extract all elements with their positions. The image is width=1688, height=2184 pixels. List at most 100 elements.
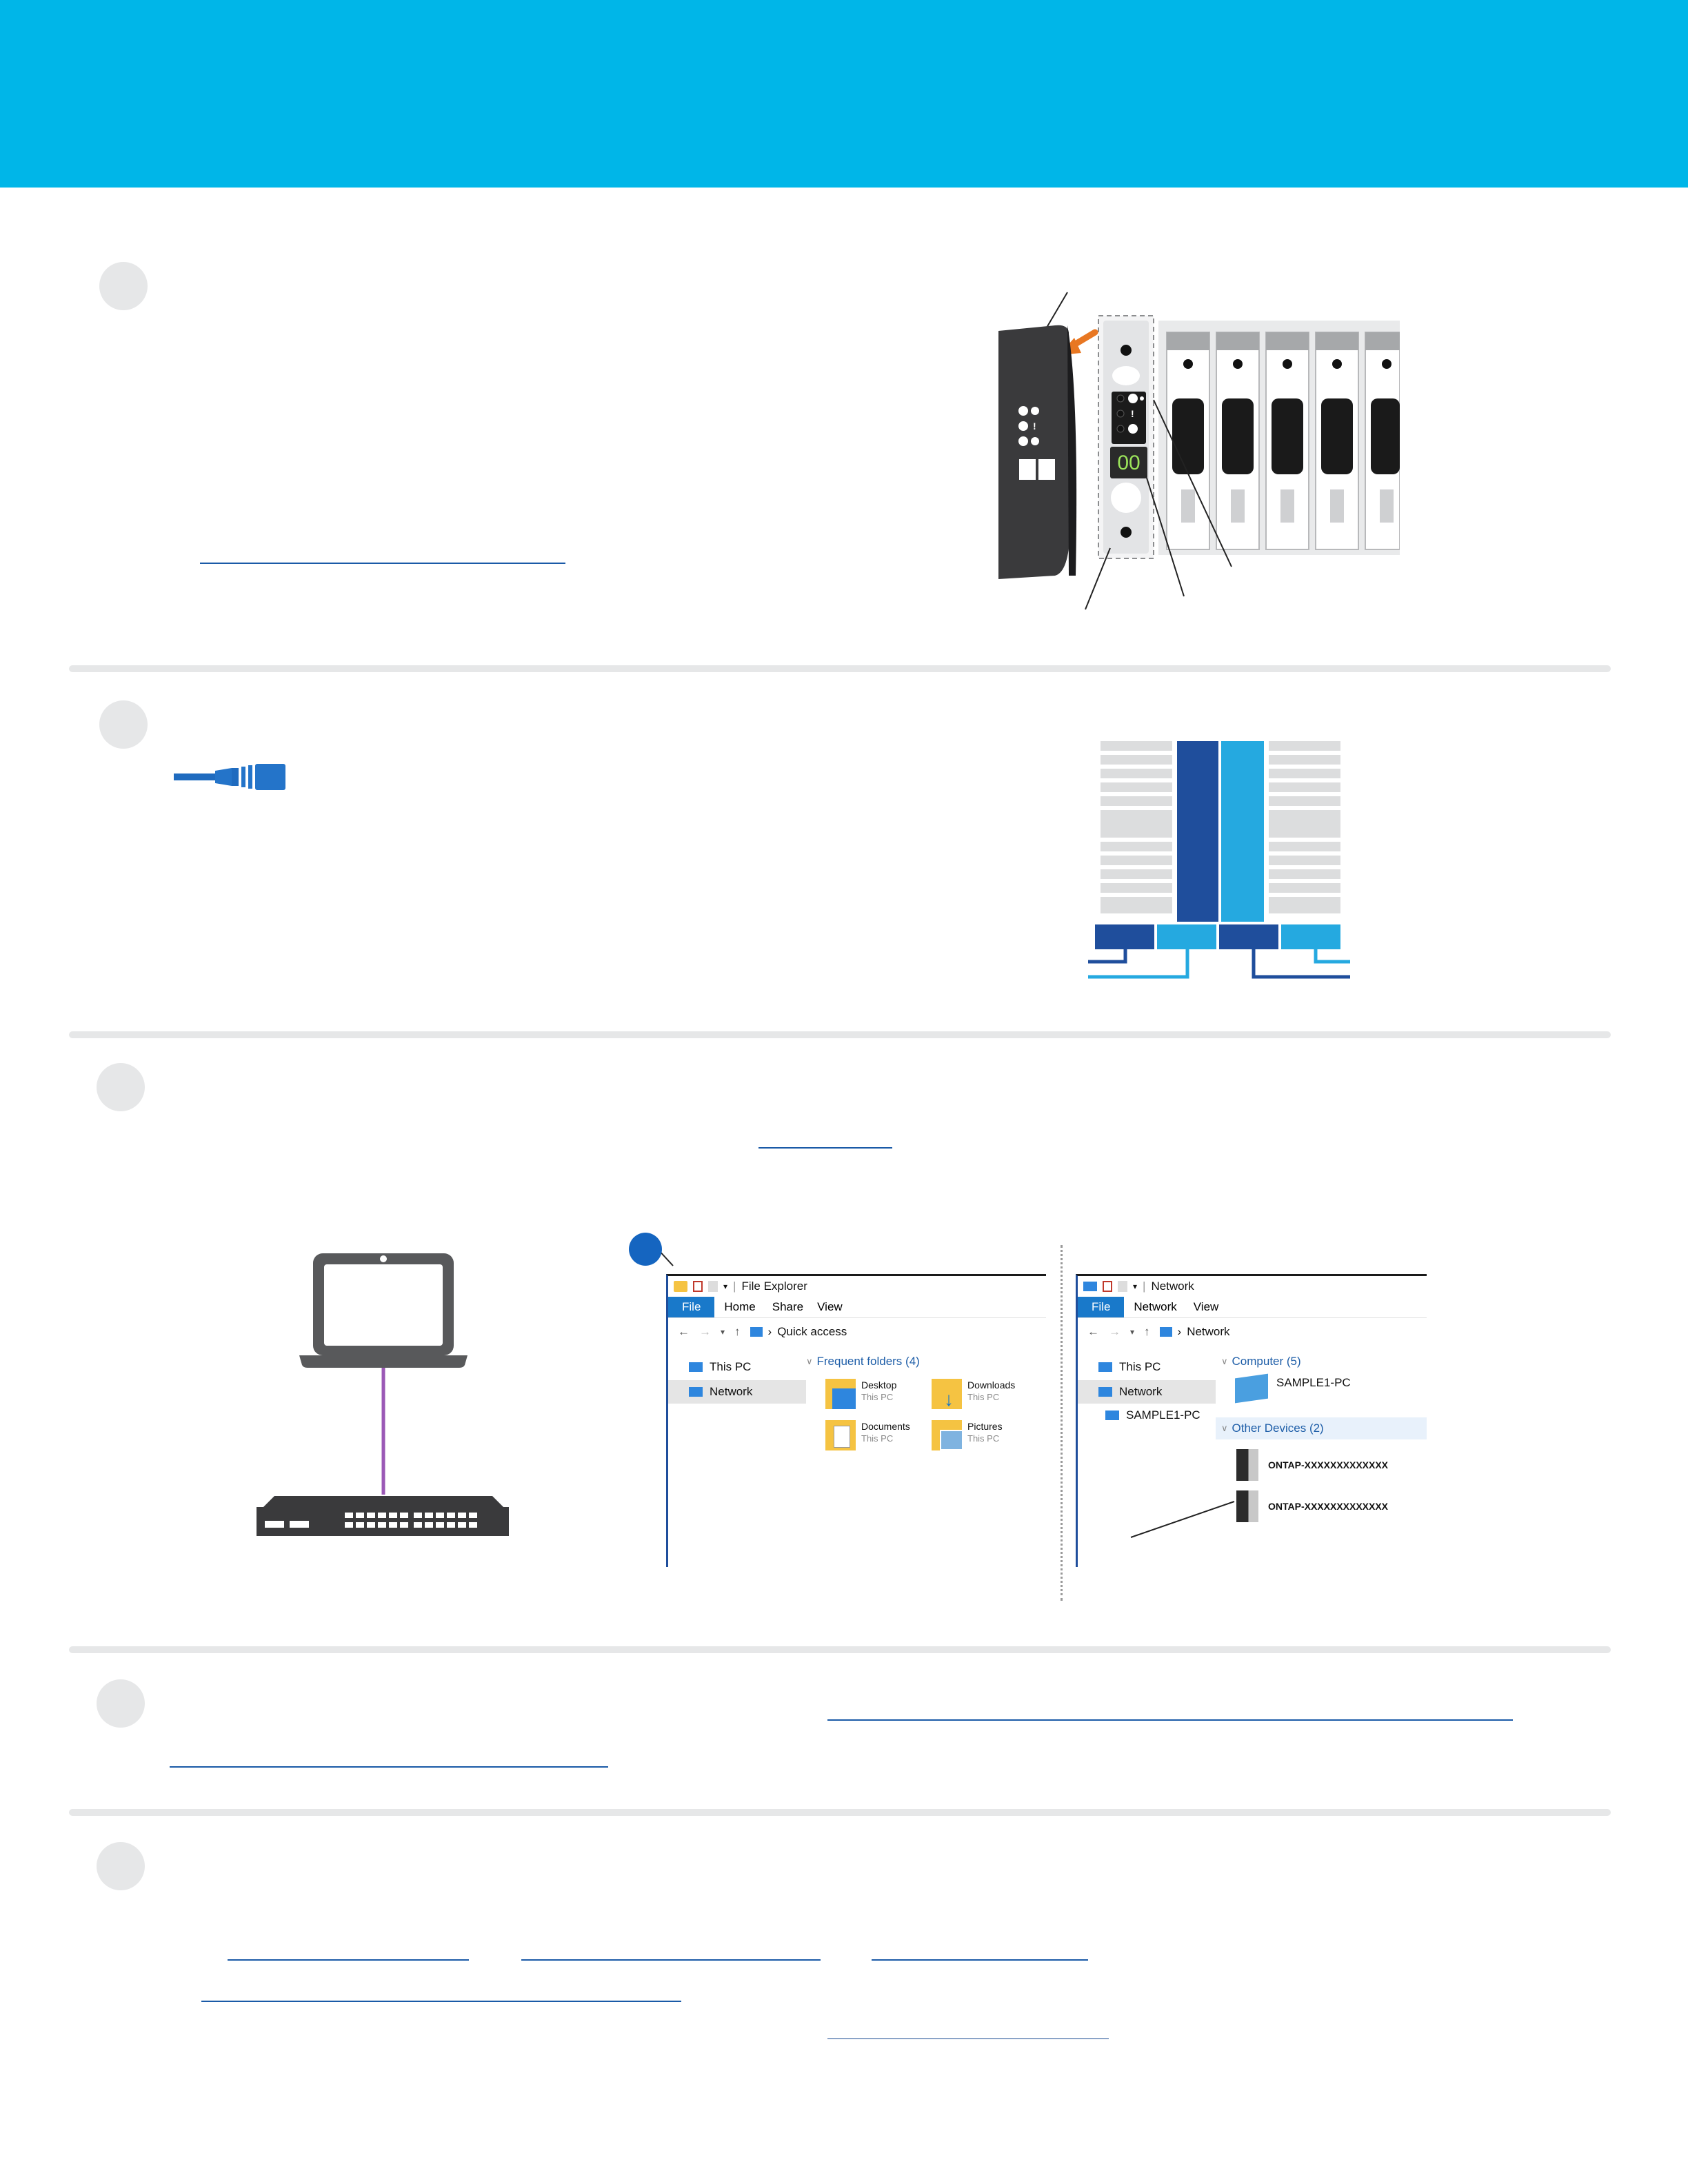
qat-dropdown-icon[interactable]: ▾	[723, 1282, 728, 1291]
navigation-pane: This PC Network SAMPLE1-PC	[1078, 1346, 1216, 1525]
group-header-other-devices[interactable]: ∨ Other Devices (2)	[1216, 1417, 1427, 1439]
group-header-label: Computer (5)	[1232, 1355, 1301, 1368]
forward-icon[interactable]: →	[699, 1325, 711, 1338]
device-item[interactable]: ONTAP-XXXXXXXXXXXXX	[1216, 1484, 1427, 1525]
network-title-icon	[1083, 1282, 1097, 1291]
device-item[interactable]: ONTAP-XXXXXXXXXXXXX	[1216, 1439, 1427, 1484]
ribbon-tab-file[interactable]: File	[1078, 1297, 1125, 1317]
folder-item-documents[interactable]: Documents This PC	[825, 1420, 932, 1450]
step-5-link-2[interactable]	[521, 1959, 821, 1961]
pictures-folder-icon	[932, 1420, 963, 1450]
vent-right	[1269, 741, 1340, 913]
folder-item-pictures[interactable]: Pictures This PC	[932, 1420, 1038, 1450]
ribbon-tabs: File Home Share View	[668, 1297, 1046, 1318]
back-icon[interactable]: ←	[1087, 1325, 1099, 1338]
nav-item-this-pc[interactable]: This PC	[668, 1354, 806, 1380]
window-title: File Explorer	[741, 1280, 807, 1293]
ribbon-tab-share[interactable]: Share	[772, 1300, 804, 1313]
outlet-1	[1095, 924, 1154, 949]
laptop-switch-diagram	[257, 1253, 509, 1536]
vent-left	[1101, 741, 1172, 913]
folder-item-downloads[interactable]: ↓ Downloads This PC	[932, 1379, 1038, 1410]
recent-dropdown-icon[interactable]: ▾	[721, 1327, 725, 1337]
end-cap	[998, 325, 1070, 579]
file-explorer-window-quick-access: ▾ | File Explorer File Home Share View ←…	[666, 1274, 1046, 1567]
network-icon	[1098, 1387, 1112, 1397]
file-explorer-window-network: ▾ | Network File Network View ← → ▾ ↑ › …	[1076, 1274, 1427, 1567]
ribbon-tab-home[interactable]: Home	[724, 1300, 756, 1313]
new-folder-icon[interactable]	[1118, 1281, 1127, 1292]
nav-label: This PC	[1119, 1360, 1161, 1373]
ribbon-tabs: File Network View	[1078, 1297, 1427, 1318]
address-text: Network	[1187, 1325, 1230, 1338]
step-3-circle	[97, 1063, 145, 1111]
folder-location: This PC	[861, 1433, 894, 1444]
shelf-id-display	[1110, 447, 1147, 478]
qat-dropdown-icon[interactable]: ▾	[1133, 1282, 1138, 1291]
documents-folder-icon	[825, 1420, 856, 1450]
device-name: ONTAP-XXXXXXXXXXXXX	[1268, 1501, 1389, 1512]
step-5-link-3[interactable]	[872, 1959, 1088, 1961]
desktop-folder-icon	[825, 1379, 856, 1409]
up-icon[interactable]: ↑	[734, 1325, 741, 1338]
folder-item-desktop[interactable]: Desktop This PC	[825, 1379, 932, 1409]
network-address-icon	[1159, 1327, 1172, 1337]
ribbon-tab-network[interactable]: Network	[1134, 1300, 1177, 1313]
breadcrumb-chevron-icon: ›	[1177, 1325, 1182, 1338]
callout-a	[629, 1233, 662, 1266]
content-pane: ∨ Frequent folders (4) Desktop This PC ↓…	[806, 1346, 1046, 1450]
nav-item-network[interactable]: Network	[1078, 1380, 1216, 1404]
step-1-circle	[99, 262, 148, 310]
outlet-4	[1281, 924, 1340, 949]
recent-dropdown-icon[interactable]: ▾	[1130, 1327, 1135, 1337]
computer-item[interactable]: SAMPLE1-PC	[1216, 1372, 1427, 1417]
address-row: ← → ▾ ↑ › Quick access	[668, 1318, 1046, 1346]
nav-item-sample1-pc[interactable]: SAMPLE1-PC	[1078, 1404, 1216, 1427]
up-icon[interactable]: ↑	[1144, 1325, 1150, 1338]
folder-location: This PC	[861, 1392, 894, 1402]
step-5-circle	[97, 1842, 145, 1890]
downloads-folder-icon: ↓	[932, 1379, 962, 1410]
nav-item-network[interactable]: Network	[668, 1380, 806, 1404]
step-1-link[interactable]	[200, 563, 565, 564]
ribbon-tab-view[interactable]: View	[817, 1300, 843, 1313]
power-line-3	[1252, 949, 1350, 979]
group-header-frequent[interactable]: ∨ Frequent folders (4)	[806, 1351, 1046, 1372]
switch-icon	[257, 1496, 509, 1536]
new-folder-icon[interactable]	[708, 1281, 718, 1292]
properties-icon[interactable]	[1103, 1281, 1112, 1292]
group-header-computer[interactable]: ∨ Computer (5)	[1216, 1351, 1427, 1372]
step-2-circle	[99, 700, 148, 749]
folder-name: Desktop	[861, 1379, 897, 1391]
step-5-link-5[interactable]	[827, 2038, 1109, 2039]
psu-2	[1221, 741, 1264, 922]
properties-icon[interactable]	[693, 1281, 703, 1292]
nav-label: Network	[1119, 1385, 1163, 1398]
address-bar[interactable]: › Network	[1159, 1325, 1230, 1339]
ribbon-tab-view[interactable]: View	[1193, 1300, 1219, 1313]
ribbon-tab-file[interactable]: File	[668, 1297, 715, 1317]
step-4-link-continued[interactable]	[170, 1766, 608, 1768]
step-5-link-4[interactable]	[201, 2001, 681, 2002]
step-4-link[interactable]	[827, 1719, 1513, 1721]
step-3-link[interactable]	[758, 1147, 892, 1149]
computer-icon	[1105, 1410, 1119, 1420]
group-header-label: Frequent folders (4)	[816, 1355, 920, 1368]
nav-label: This PC	[710, 1360, 752, 1373]
breadcrumb-chevron-icon: ›	[767, 1325, 772, 1338]
svg-text:!: !	[1131, 408, 1134, 419]
power-cord-icon	[174, 764, 285, 790]
computer-name: SAMPLE1-PC	[1276, 1376, 1351, 1389]
nav-item-this-pc[interactable]: This PC	[1078, 1354, 1216, 1380]
svg-text:!: !	[1033, 421, 1036, 432]
folder-location: This PC	[967, 1392, 1000, 1402]
device-callout-line	[1130, 1501, 1235, 1538]
address-bar[interactable]: › Quick access	[750, 1325, 847, 1339]
content-pane: ∨ Computer (5) SAMPLE1-PC ∨ Other Device…	[1216, 1346, 1427, 1525]
power-line-4	[1314, 949, 1350, 964]
forward-icon[interactable]: →	[1109, 1325, 1121, 1338]
folder-location: This PC	[967, 1433, 1000, 1444]
expand-chevron-icon: ∨	[1221, 1356, 1228, 1366]
back-icon[interactable]: ←	[678, 1325, 690, 1338]
step-5-link-1[interactable]	[228, 1959, 469, 1961]
